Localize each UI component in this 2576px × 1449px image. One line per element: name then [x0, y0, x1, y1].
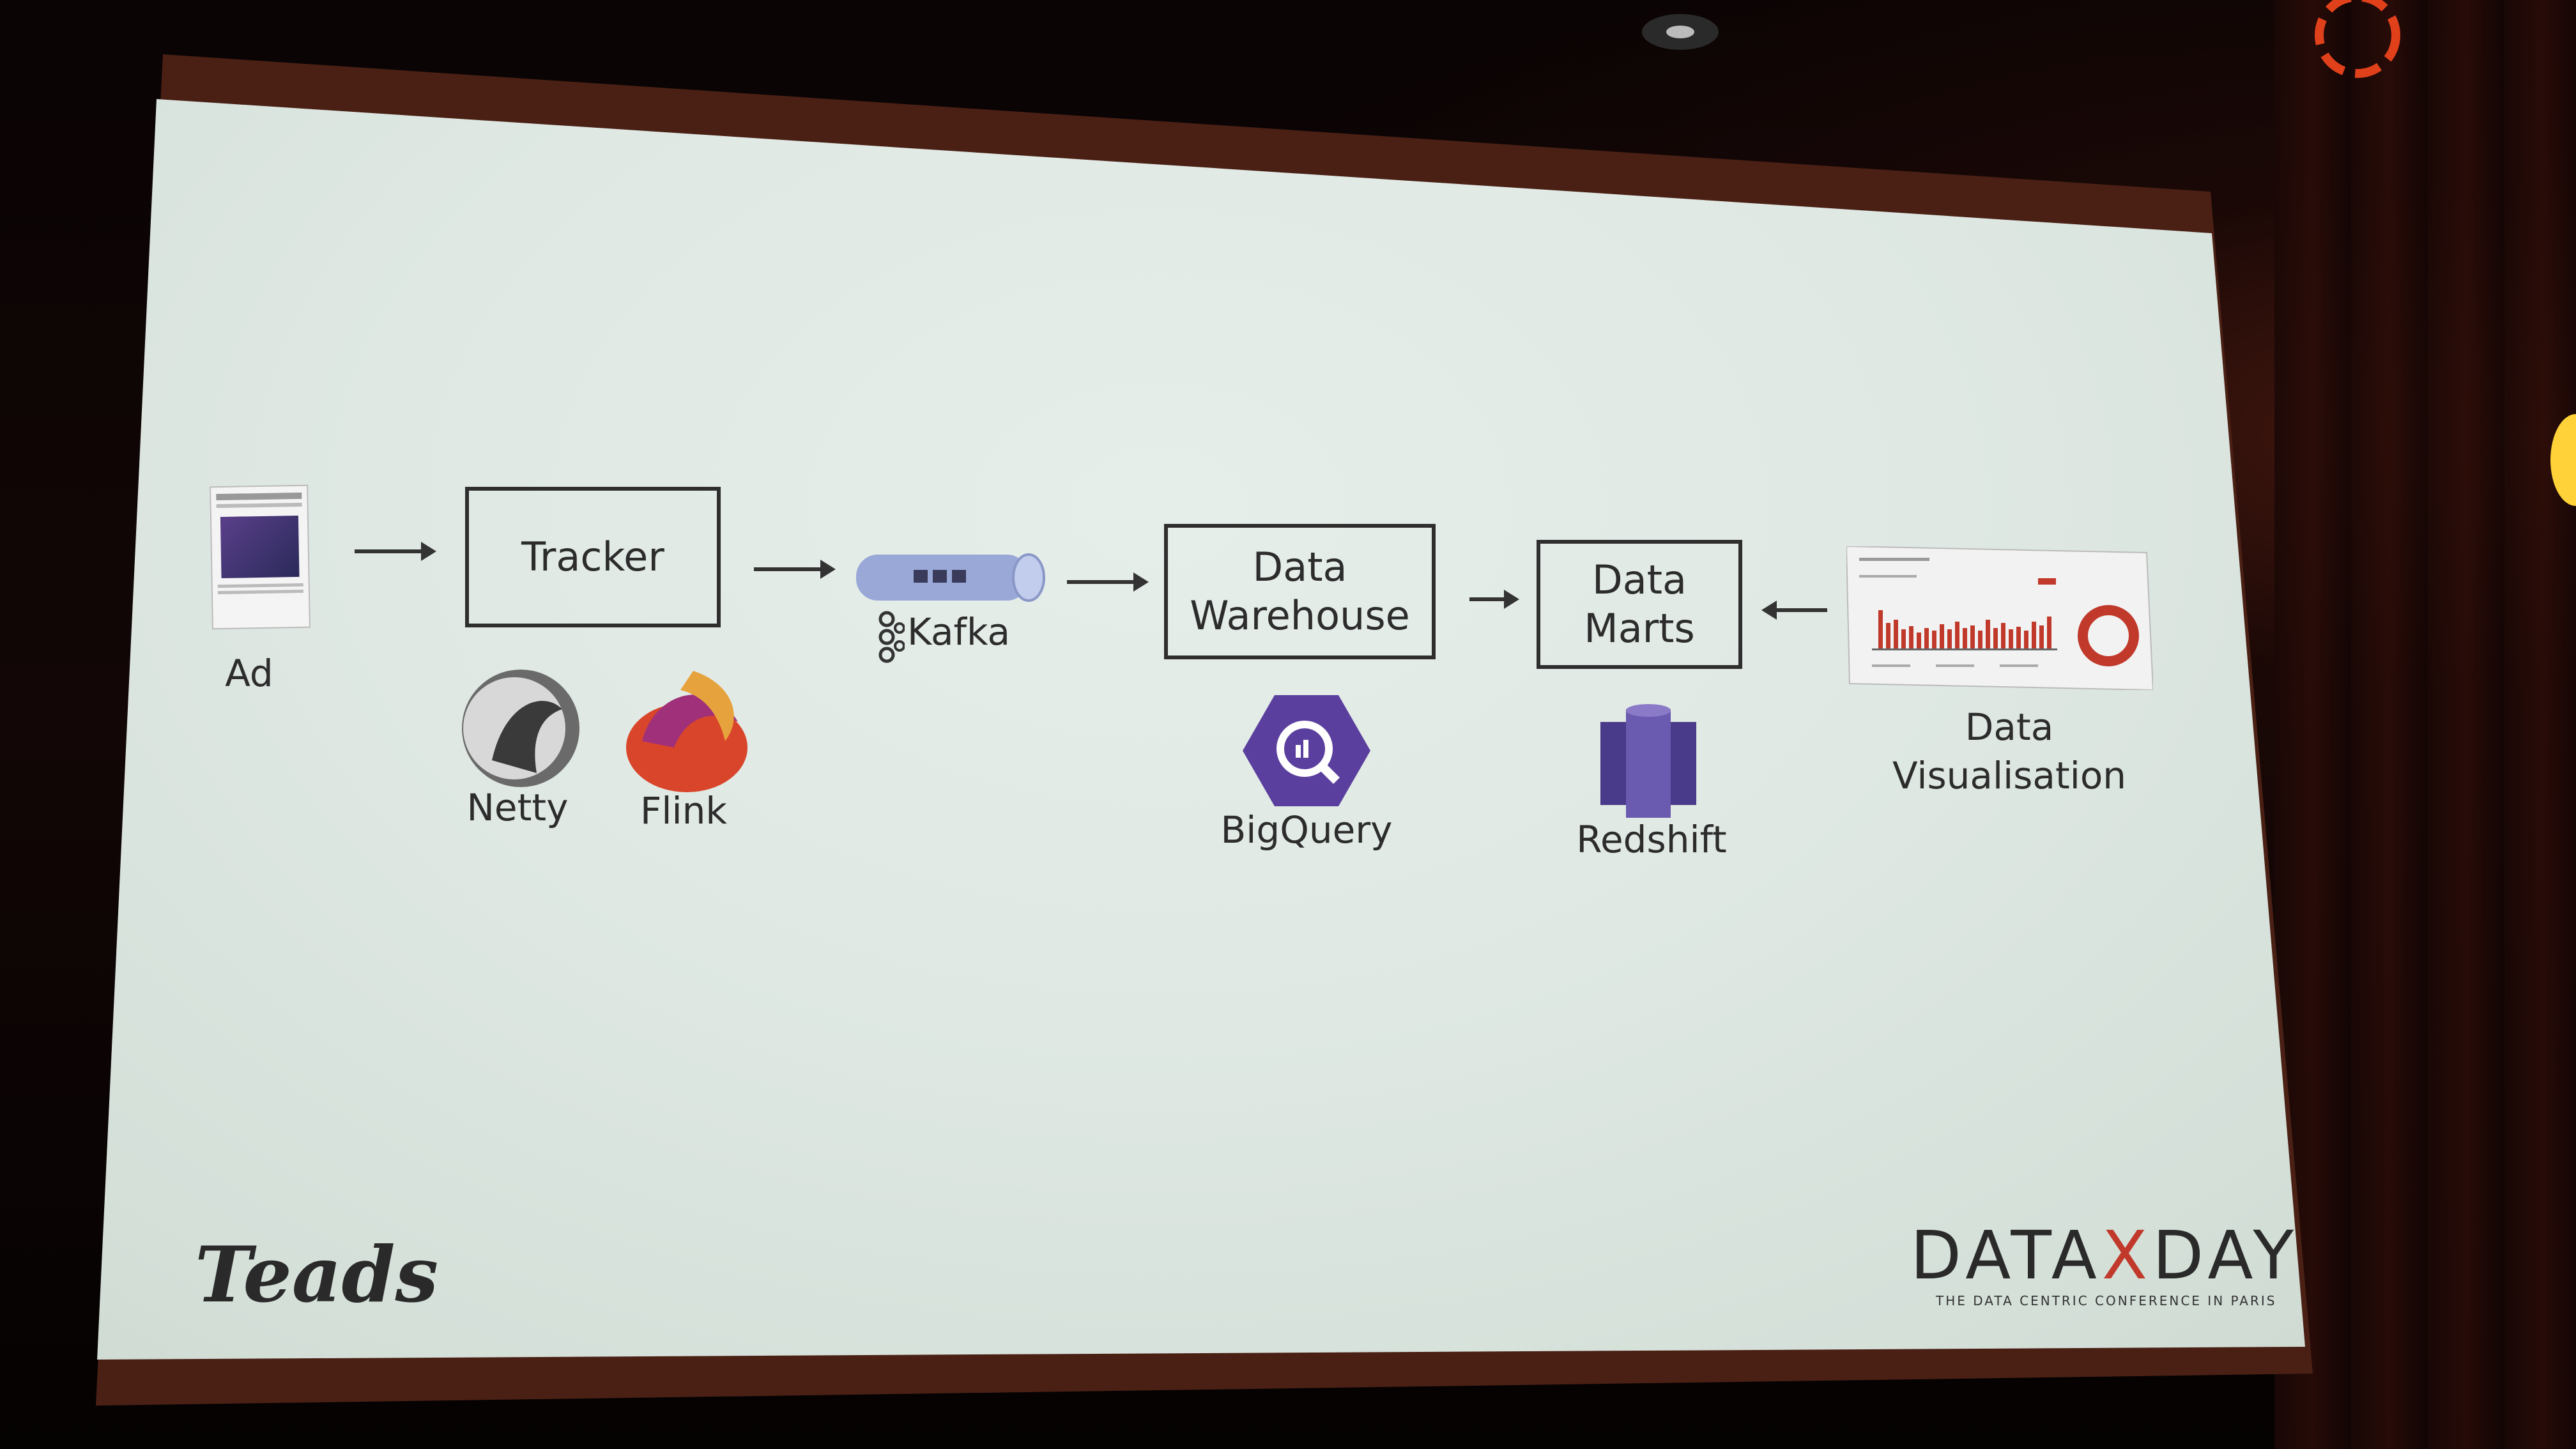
- arrow-warehouse-to-marts: [1469, 590, 1519, 609]
- arrow-kafka-to-warehouse: [1067, 572, 1149, 592]
- data-visualisation-label-line2: Visualisation: [1892, 754, 2127, 797]
- data-marts-label-line1: Data: [1591, 556, 1687, 603]
- flink-label: Flink: [640, 789, 727, 832]
- data-marts-label-line2: Marts: [1584, 605, 1695, 652]
- data-warehouse-label-line1: Data: [1252, 544, 1347, 590]
- bigquery-label: BigQuery: [1220, 808, 1393, 852]
- data-warehouse-box: Data Warehouse: [1164, 524, 1436, 659]
- kafka-queue-icon: [856, 553, 1045, 602]
- data-marts-box: Data Marts: [1537, 540, 1742, 669]
- redshift-label: Redshift: [1576, 818, 1727, 861]
- ad-thumbnail: [210, 484, 310, 630]
- dataxday-wordmark-x: X: [2101, 1216, 2153, 1294]
- ad-label: Ad: [225, 652, 273, 695]
- tracker-box: Tracker: [465, 487, 721, 627]
- ceiling-speaker-icon: [1642, 14, 1719, 50]
- arrow-ad-to-tracker: [355, 542, 436, 561]
- data-visualisation-label-line1: Data: [1965, 705, 2054, 749]
- data-warehouse-label-line2: Warehouse: [1190, 592, 1410, 639]
- dashboard-thumbnail: [1846, 546, 2153, 690]
- stage-light-icon: [2315, 0, 2400, 78]
- arrow-visualisation-to-marts: [1761, 601, 1827, 620]
- redshift-icon: [1600, 704, 1696, 818]
- netty-label: Netty: [466, 786, 569, 829]
- dataxday-wordmark-a: DATA: [1910, 1216, 2102, 1294]
- kafka-label: Kafka: [907, 610, 1011, 654]
- kafka-logo-icon: [878, 611, 905, 663]
- dataxday-tagline: THE DATA CENTRIC CONFERENCE IN PARIS: [1936, 1293, 2277, 1308]
- dataxday-logo: DATAXDAY THE DATA CENTRIC CONFERENCE IN …: [1910, 1220, 2294, 1308]
- netty-icon: [462, 670, 579, 787]
- arrow-tracker-to-kafka: [754, 560, 836, 579]
- flink-icon: [626, 671, 747, 792]
- teads-logo: Teads: [195, 1230, 439, 1320]
- tracker-label: Tracker: [521, 533, 664, 580]
- dataxday-wordmark-b: DAY: [2152, 1216, 2299, 1294]
- dataxday-wordmark: DATAXDAY: [1910, 1220, 2294, 1291]
- stage-curtain: [2274, 0, 2576, 1449]
- data-visualisation-label: Data Visualisation: [1882, 703, 2137, 800]
- spot-light-icon: [2550, 414, 2576, 506]
- bigquery-icon: [1243, 695, 1370, 806]
